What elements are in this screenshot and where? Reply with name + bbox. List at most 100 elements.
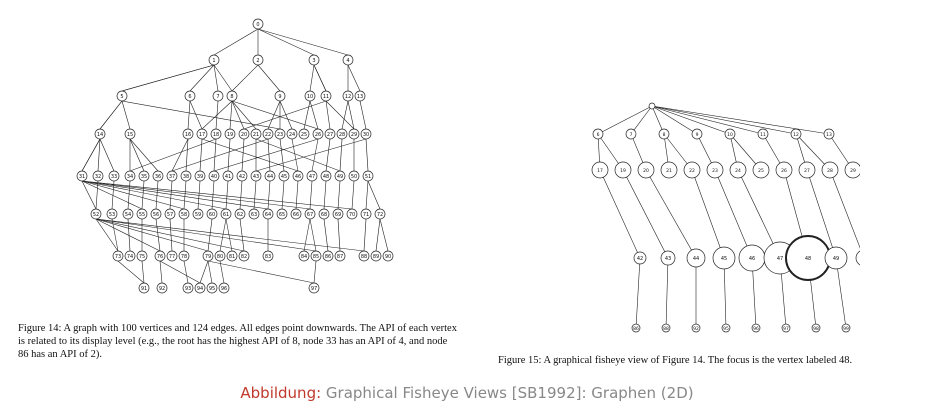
graph-node: 37 bbox=[166, 170, 178, 182]
node-label: 60 bbox=[209, 212, 215, 218]
graph-node: 49 bbox=[824, 246, 848, 270]
graph-edge bbox=[257, 28, 349, 56]
node-label: 5 bbox=[120, 94, 123, 100]
graph-edge bbox=[95, 218, 245, 252]
graph-edge bbox=[171, 138, 269, 172]
graph-node: 60 bbox=[206, 208, 218, 220]
graph-node: 69 bbox=[332, 208, 344, 220]
node-circle bbox=[292, 170, 304, 182]
node-circle bbox=[370, 250, 382, 262]
figure-15-caption: Figure 15: A graphical fisheye view of F… bbox=[498, 355, 853, 366]
graph-edge bbox=[197, 180, 201, 210]
graph-node: 11 bbox=[757, 128, 769, 140]
node-label: 30 bbox=[363, 132, 369, 138]
node-label: 2 bbox=[256, 58, 259, 64]
node-label: 90 bbox=[385, 254, 391, 260]
graph-node: 28 bbox=[821, 161, 839, 179]
node-circle bbox=[206, 208, 218, 220]
node-label: 48 bbox=[805, 256, 811, 262]
node-circle bbox=[781, 323, 791, 333]
node-label: 95 bbox=[723, 326, 729, 332]
graph-node: 43 bbox=[660, 250, 676, 266]
node-label: 19 bbox=[620, 168, 626, 174]
node-circle bbox=[658, 128, 670, 140]
graph-node: 97 bbox=[781, 323, 791, 333]
graph-node: 17 bbox=[196, 128, 208, 140]
graph-edge bbox=[309, 218, 317, 252]
graph-edge bbox=[651, 105, 797, 135]
graph-node: 7 bbox=[212, 90, 224, 102]
graph-node: 13 bbox=[354, 90, 366, 102]
node-circle bbox=[250, 128, 262, 140]
node-circle bbox=[194, 170, 206, 182]
node-circle bbox=[308, 282, 320, 294]
graph-edge bbox=[281, 180, 285, 210]
graph-node: 95 bbox=[206, 282, 218, 294]
graph-edge bbox=[227, 138, 231, 172]
graph-node: 59 bbox=[192, 208, 204, 220]
node-label: 91 bbox=[141, 286, 147, 292]
graph-edge bbox=[231, 64, 259, 92]
graph-edge bbox=[375, 218, 381, 252]
node-label: 81 bbox=[229, 254, 235, 260]
graph-edge bbox=[241, 138, 245, 172]
graph-node: 75 bbox=[136, 250, 148, 262]
node-circle bbox=[757, 128, 769, 140]
graph-node: 29 bbox=[348, 128, 360, 140]
node-circle bbox=[724, 128, 736, 140]
node-label: 54 bbox=[125, 212, 131, 218]
node-circle bbox=[166, 250, 178, 262]
graph-edge bbox=[323, 218, 329, 252]
node-circle bbox=[136, 250, 148, 262]
node-circle bbox=[202, 250, 214, 262]
node-label: 86 bbox=[325, 254, 331, 260]
node-circle bbox=[592, 128, 604, 140]
node-label: 33 bbox=[111, 174, 117, 180]
node-circle bbox=[226, 250, 238, 262]
node-label: 89 bbox=[373, 254, 379, 260]
node-label: 77 bbox=[169, 254, 175, 260]
node-circle bbox=[332, 208, 344, 220]
node-circle bbox=[304, 90, 316, 102]
graph-edge bbox=[169, 180, 173, 210]
node-label: 93 bbox=[185, 286, 191, 292]
graph-node: 10 bbox=[304, 90, 316, 102]
graph-edge bbox=[229, 100, 233, 130]
node-circle bbox=[92, 170, 104, 182]
node-circle bbox=[250, 170, 262, 182]
graph-node: 50 bbox=[348, 170, 360, 182]
node-label: 12 bbox=[345, 94, 351, 100]
graph-node: 58 bbox=[178, 208, 190, 220]
graph-node: 73 bbox=[112, 250, 124, 262]
graph-node: 17 bbox=[591, 161, 609, 179]
graph-edge bbox=[95, 218, 365, 252]
node-circle bbox=[348, 128, 360, 140]
node-label: 6 bbox=[188, 94, 191, 100]
node-label: 74 bbox=[127, 254, 133, 260]
node-circle bbox=[192, 208, 204, 220]
graph-node: 68 bbox=[318, 208, 330, 220]
graph-edge bbox=[829, 169, 860, 249]
node-circle bbox=[310, 250, 322, 262]
node-label: 16 bbox=[185, 132, 191, 138]
graph-node: 21 bbox=[660, 161, 678, 179]
node-label: 23 bbox=[712, 168, 718, 174]
graph-edge bbox=[279, 138, 285, 172]
graph-edge bbox=[207, 260, 213, 284]
node-circle bbox=[124, 170, 136, 182]
node-circle bbox=[238, 250, 250, 262]
graph-node bbox=[648, 102, 656, 110]
node-circle bbox=[220, 208, 232, 220]
node-circle bbox=[318, 208, 330, 220]
node-circle bbox=[248, 208, 260, 220]
node-label: 96 bbox=[221, 286, 227, 292]
graph-edge bbox=[347, 100, 355, 130]
graph-edge bbox=[207, 218, 213, 252]
graph-node: 96 bbox=[218, 282, 230, 294]
graph-node: 23 bbox=[274, 128, 286, 140]
edges bbox=[81, 28, 389, 284]
node-label: 7 bbox=[630, 132, 633, 138]
graph-node: 2 bbox=[252, 54, 264, 66]
node-circle bbox=[108, 170, 120, 182]
